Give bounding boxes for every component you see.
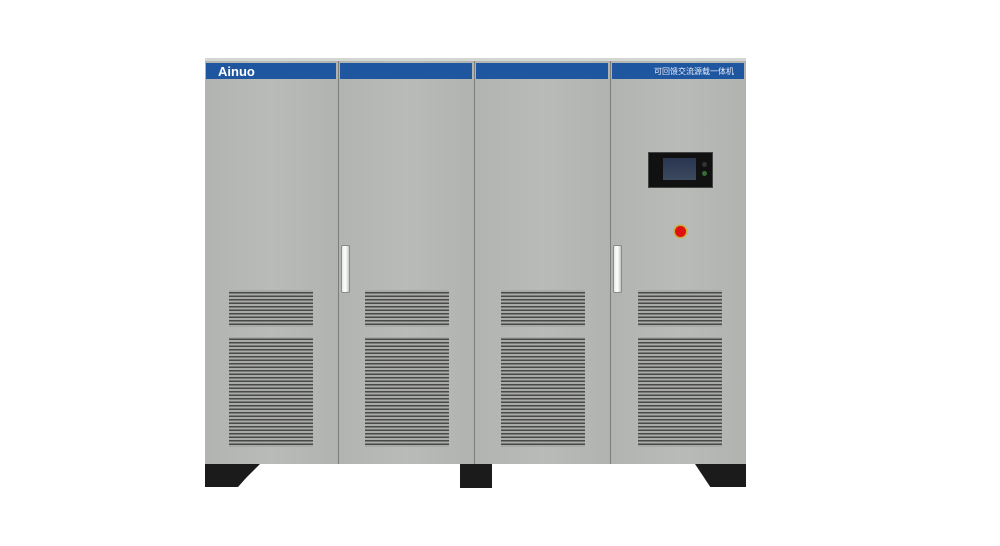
power-light <box>702 171 707 176</box>
vent-lower <box>229 337 313 447</box>
model-band: 可回馈交流源载一体机 <box>612 63 744 79</box>
touch-screen[interactable] <box>648 152 713 188</box>
door-3 <box>475 61 611 464</box>
cabinet: Ainuo 可回馈交流源载一体机 <box>205 58 746 464</box>
vent-lower <box>365 337 449 447</box>
vent-upper <box>638 290 722 327</box>
band <box>340 63 472 79</box>
foot-middle <box>460 464 492 488</box>
vent-lower <box>638 337 722 447</box>
lcd-display <box>663 158 696 180</box>
band <box>476 63 608 79</box>
foot-left <box>205 464 260 487</box>
door-handle[interactable] <box>613 245 622 293</box>
vent-lower <box>501 337 585 447</box>
vent-upper <box>229 290 313 327</box>
vent-upper <box>365 290 449 327</box>
door-2 <box>339 61 475 464</box>
brand-band: Ainuo <box>206 63 336 79</box>
brand-logo: Ainuo <box>218 64 255 79</box>
door-handle[interactable] <box>341 245 350 293</box>
emergency-stop-button[interactable] <box>675 226 686 237</box>
model-label: 可回馈交流源载一体机 <box>654 67 734 76</box>
vent-upper <box>501 290 585 327</box>
door-4: 可回馈交流源载一体机 <box>611 61 746 464</box>
indicator-light <box>702 162 707 167</box>
foot-right <box>695 464 746 487</box>
door-1: Ainuo <box>205 61 339 464</box>
